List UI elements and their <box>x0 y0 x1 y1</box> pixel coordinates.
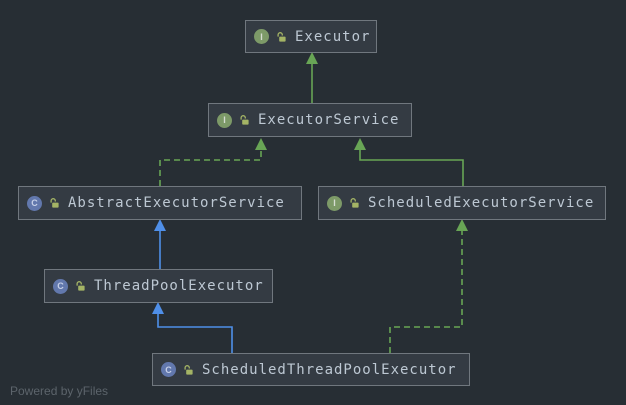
node-executor[interactable]: I Executor <box>245 20 377 53</box>
edge-scheduledexecutorservice-extends-executorservice[interactable] <box>354 138 464 186</box>
triangle-arrowhead <box>306 52 318 64</box>
edge-executorservice-extends-executor[interactable] <box>306 52 318 103</box>
node-label: ThreadPoolExecutor <box>94 278 264 294</box>
node-thread-pool-executor[interactable]: C ThreadPoolExecutor <box>44 269 273 303</box>
node-label: ExecutorService <box>258 112 400 128</box>
node-scheduled-thread-pool-executor[interactable]: C ScheduledThreadPoolExecutor <box>152 353 470 386</box>
triangle-arrowhead <box>456 219 468 231</box>
edge-scheduledthreadpoolexecutor-implements-scheduledexecutorservice[interactable] <box>389 219 468 353</box>
edge-abstractexecutorservice-implements-executorservice[interactable] <box>159 138 267 186</box>
interface-icon: I <box>254 29 269 44</box>
unlock-icon <box>182 364 194 376</box>
unlock-icon <box>348 197 360 209</box>
node-label: ScheduledThreadPoolExecutor <box>202 361 457 378</box>
edge-threadpoolexecutor-extends-abstractexecutorservice[interactable] <box>154 219 166 269</box>
interface-icon: I <box>217 112 232 128</box>
node-abstract-executor-service[interactable]: C AbstractExecutorService <box>18 186 302 220</box>
node-scheduled-executor-service[interactable]: I ScheduledExecutorService <box>318 186 606 220</box>
unlock-icon <box>48 197 60 209</box>
triangle-arrowhead <box>154 219 166 231</box>
node-label: ScheduledExecutorService <box>368 195 595 211</box>
unlock-icon <box>275 31 287 43</box>
class-icon: C <box>53 278 68 294</box>
node-label: Executor <box>295 28 371 45</box>
node-label: AbstractExecutorService <box>68 195 285 211</box>
triangle-arrowhead <box>354 138 366 150</box>
class-icon: C <box>27 195 42 211</box>
interface-icon: I <box>327 195 342 211</box>
yfiles-watermark: Powered by yFiles <box>10 384 109 398</box>
edge-scheduledthreadpoolexecutor-extends-threadpoolexecutor[interactable] <box>152 302 233 353</box>
unlock-icon <box>74 280 86 292</box>
triangle-arrowhead <box>152 302 164 314</box>
unlock-icon <box>238 114 250 126</box>
node-executor-service[interactable]: I ExecutorService <box>208 103 412 137</box>
triangle-arrowhead <box>255 138 267 150</box>
class-icon: C <box>161 362 176 377</box>
